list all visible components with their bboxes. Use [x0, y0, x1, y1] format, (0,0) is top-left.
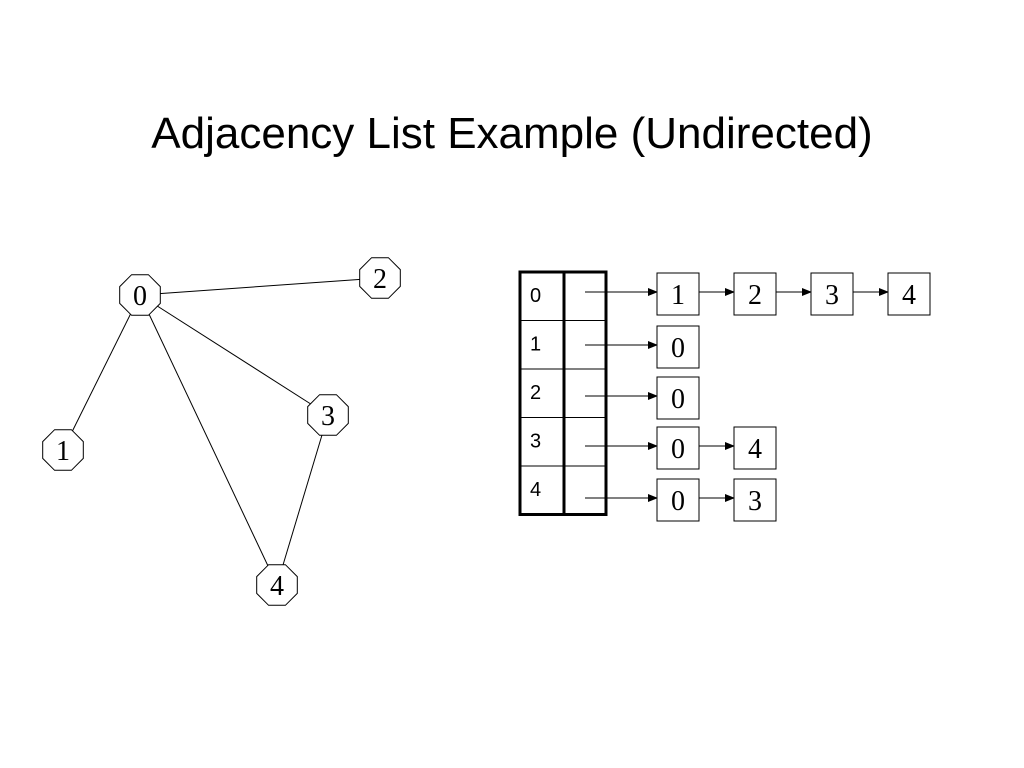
graph-edge-3-4 — [276, 414, 329, 586]
list-node: 0 — [656, 376, 700, 420]
array-index-label: 3 — [530, 431, 541, 453]
list-node-label: 0 — [671, 486, 685, 517]
graph-node-label: 4 — [270, 571, 284, 602]
list-node: 2 — [733, 272, 777, 316]
list-node-label: 0 — [671, 384, 685, 415]
graph-node-0: 0 — [119, 274, 161, 316]
array-index-label: 0 — [530, 285, 541, 307]
adjacency-array — [518, 270, 608, 516]
graph-node-shape — [119, 274, 161, 316]
list-node-box — [656, 478, 700, 522]
adjacency-row-0: 0 1 2 3 4 — [530, 272, 931, 316]
slide-title: Adjacency List Example (Undirected) — [151, 109, 873, 158]
graph-edges — [62, 277, 381, 586]
list-node-label: 2 — [748, 280, 762, 311]
list-node: 3 — [810, 272, 854, 316]
list-node-box — [733, 272, 777, 316]
graph-node-shape — [307, 394, 349, 436]
graph-node-3: 3 — [307, 394, 349, 436]
list-node-box — [656, 426, 700, 470]
adjacency-row-4: 4 0 3 — [530, 478, 777, 522]
list-node-box — [810, 272, 854, 316]
graph-node-shape — [42, 429, 84, 471]
list-node-label: 0 — [671, 434, 685, 465]
list-node-box — [733, 426, 777, 470]
list-node: 0 — [656, 426, 700, 470]
graph-nodes: 0 1 2 3 4 — [42, 257, 401, 606]
list-node-label: 4 — [902, 280, 916, 311]
graph-node-shape — [256, 564, 298, 606]
list-node-box — [656, 272, 700, 316]
graph-node-shape — [359, 257, 401, 299]
list-node: 4 — [887, 272, 931, 316]
graph-node-label: 0 — [133, 281, 147, 312]
graph-edge-0-3 — [139, 294, 329, 416]
list-node-label: 4 — [748, 434, 762, 465]
list-node-box — [656, 376, 700, 420]
list-node: 1 — [656, 272, 700, 316]
graph-edge-0-1 — [62, 294, 141, 451]
list-node-box — [733, 478, 777, 522]
graph-edge-0-2 — [139, 277, 381, 296]
list-node: 0 — [656, 478, 700, 522]
list-node-box — [887, 272, 931, 316]
list-node-box — [656, 325, 700, 369]
list-node-label: 3 — [825, 280, 839, 311]
graph-node-label: 1 — [56, 436, 70, 467]
list-node-label: 1 — [671, 280, 685, 311]
graph-node-2: 2 — [359, 257, 401, 299]
graph-edge-0-4 — [139, 294, 278, 586]
list-node: 3 — [733, 478, 777, 522]
array-index-label: 4 — [530, 479, 541, 501]
graph-node-label: 2 — [373, 264, 387, 295]
array-index-label: 2 — [530, 382, 541, 404]
graph-node-4: 4 — [256, 564, 298, 606]
graph-node-1: 1 — [42, 429, 84, 471]
adjacency-row-3: 3 0 4 — [530, 426, 777, 470]
list-node-label: 0 — [671, 333, 685, 364]
list-node-label: 3 — [748, 486, 762, 517]
list-node: 4 — [733, 426, 777, 470]
list-node: 0 — [656, 325, 700, 369]
array-index-label: 1 — [530, 334, 541, 356]
graph-node-label: 3 — [321, 401, 335, 432]
